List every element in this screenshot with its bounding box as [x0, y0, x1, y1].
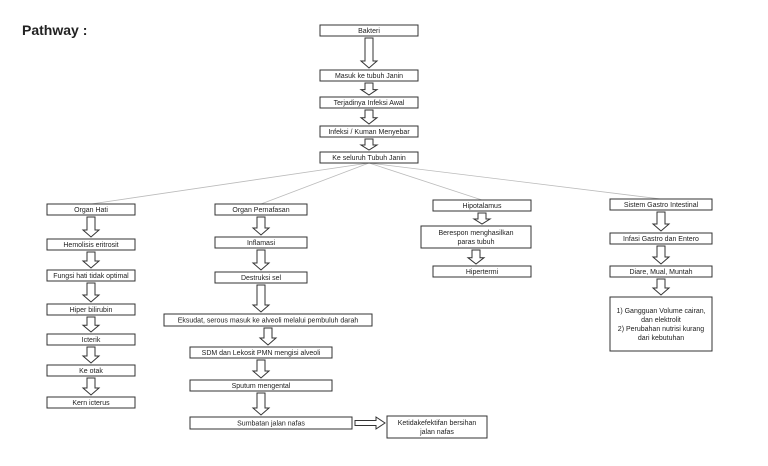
node-label: Sumbatan jalan nafas: [237, 421, 305, 428]
branch-line: [368, 162, 662, 200]
node-kern-icterus: Kern icterus: [46, 396, 136, 409]
node-label: Infasi Gastro dan Entero: [623, 236, 699, 243]
node-sumbatan: Sumbatan jalan nafas: [189, 416, 353, 430]
down-arrow-icon: [359, 138, 379, 151]
node-label: dan elektrolit: [641, 317, 681, 324]
node-label: Hipotalamus: [463, 203, 502, 210]
node-label: Berespon menghasilkan: [438, 230, 513, 237]
down-arrow-icon: [359, 109, 379, 125]
node-label: Bakteri: [358, 28, 380, 35]
node-hiper-bilirubin: Hiper bilirubin: [46, 303, 136, 316]
node-diare: Diare, Mual, Muntah: [609, 265, 713, 278]
node-sistem-gastro: Sistem Gastro Intestinal: [609, 198, 713, 211]
node-infasi-gastro: Infasi Gastro dan Entero: [609, 232, 713, 245]
node-label: Sputum mengental: [232, 383, 291, 390]
down-arrow-icon: [466, 249, 486, 265]
down-arrow-icon: [251, 284, 271, 313]
down-arrow-icon: [81, 251, 101, 269]
node-label: Hemolisis eritrosit: [63, 242, 118, 249]
node-masuk: Masuk ke tubuh Janin: [319, 69, 419, 82]
node-label: Organ Hati: [74, 207, 108, 214]
branch-line: [260, 162, 370, 205]
branch-line: [368, 162, 483, 201]
node-inflamasi: Inflamasi: [214, 236, 308, 249]
node-label: Destruksi sel: [241, 275, 282, 282]
right-arrow-icon: [354, 416, 386, 430]
node-label: Ke seluruh Tubuh Janin: [332, 155, 406, 162]
node-bakteri: Bakteri: [319, 24, 419, 37]
node-ke-otak: Ke otak: [46, 364, 136, 377]
node-label: Hiper bilirubin: [70, 307, 113, 314]
node-label: Eksudat, serous masuk ke alveoli melalui…: [178, 318, 359, 325]
node-organ-pernafasan: Organ Pernafasan: [214, 203, 308, 216]
down-arrow-icon: [258, 327, 278, 346]
pathway-title: Pathway :: [22, 22, 88, 38]
down-arrow-icon: [81, 216, 101, 238]
node-label: dari kebutuhan: [638, 335, 684, 342]
node-keseluruh: Ke seluruh Tubuh Janin: [319, 151, 419, 164]
node-label: paras tubuh: [458, 239, 495, 246]
down-arrow-icon: [251, 249, 271, 271]
node-gangguan: 1) Gangguan Volume cairan, dan elektrolit…: [609, 296, 713, 352]
node-hipotalamus: Hipotalamus: [432, 199, 532, 212]
node-fungsi-hati: Fungsi hati tidak optimal: [46, 269, 136, 282]
node-label: Kern icterus: [72, 400, 110, 407]
node-label: Inflamasi: [247, 240, 275, 247]
node-hipertermi: Hipertermi: [432, 265, 532, 278]
node-label: Ketidakefektifan bersihan: [398, 420, 477, 427]
down-arrow-icon: [81, 316, 101, 333]
node-terjadinya: Terjadinya Infeksi Awal: [319, 96, 419, 109]
down-arrow-icon: [81, 282, 101, 303]
node-label: Fungsi hati tidak optimal: [53, 273, 129, 280]
down-arrow-icon: [251, 216, 271, 236]
node-icterik: Icterik: [46, 333, 136, 346]
node-berespon: Berespon menghasilkan paras tubuh: [420, 225, 532, 249]
node-sdm: SDM dan Lekosit PMN mengisi alveoli: [189, 346, 333, 359]
down-arrow-icon: [359, 82, 379, 96]
branch-line: [90, 162, 370, 205]
down-arrow-icon: [651, 278, 671, 296]
down-arrow-icon: [81, 377, 101, 396]
node-label: Terjadinya Infeksi Awal: [334, 100, 405, 107]
node-label: Masuk ke tubuh Janin: [335, 73, 403, 80]
node-label: Organ Pernafasan: [232, 207, 289, 214]
node-infeksi-kuman: Infeksi / Kuman Menyebar: [319, 125, 419, 138]
node-destruksi: Destruksi sel: [214, 271, 308, 284]
node-sputum: Sputum mengental: [189, 379, 333, 392]
node-label: Infeksi / Kuman Menyebar: [328, 129, 410, 136]
node-ketidakefektifan: Ketidakefektifan bersihan jalan nafas: [386, 415, 488, 439]
down-arrow-icon: [251, 359, 271, 379]
node-hemolisis: Hemolisis eritrosit: [46, 238, 136, 251]
node-organ-hati: Organ Hati: [46, 203, 136, 216]
node-label: Diare, Mual, Muntah: [629, 269, 692, 276]
node-label: Hipertermi: [466, 269, 499, 276]
down-arrow-icon: [359, 37, 379, 69]
node-eksudat: Eksudat, serous masuk ke alveoli melalui…: [163, 313, 373, 327]
node-label: SDM dan Lekosit PMN mengisi alveoli: [202, 350, 321, 357]
node-label: 1) Gangguan Volume cairan,: [616, 308, 705, 315]
down-arrow-icon: [651, 245, 671, 265]
node-label: jalan nafas: [419, 429, 454, 436]
node-label: Icterik: [82, 337, 101, 344]
down-arrow-icon: [472, 212, 492, 225]
down-arrow-icon: [251, 392, 271, 416]
down-arrow-icon: [81, 346, 101, 364]
node-label: Ke otak: [79, 368, 103, 375]
node-label: Sistem Gastro Intestinal: [624, 202, 699, 209]
node-label: 2) Perubahan nutrisi kurang: [618, 326, 704, 333]
down-arrow-icon: [651, 211, 671, 232]
